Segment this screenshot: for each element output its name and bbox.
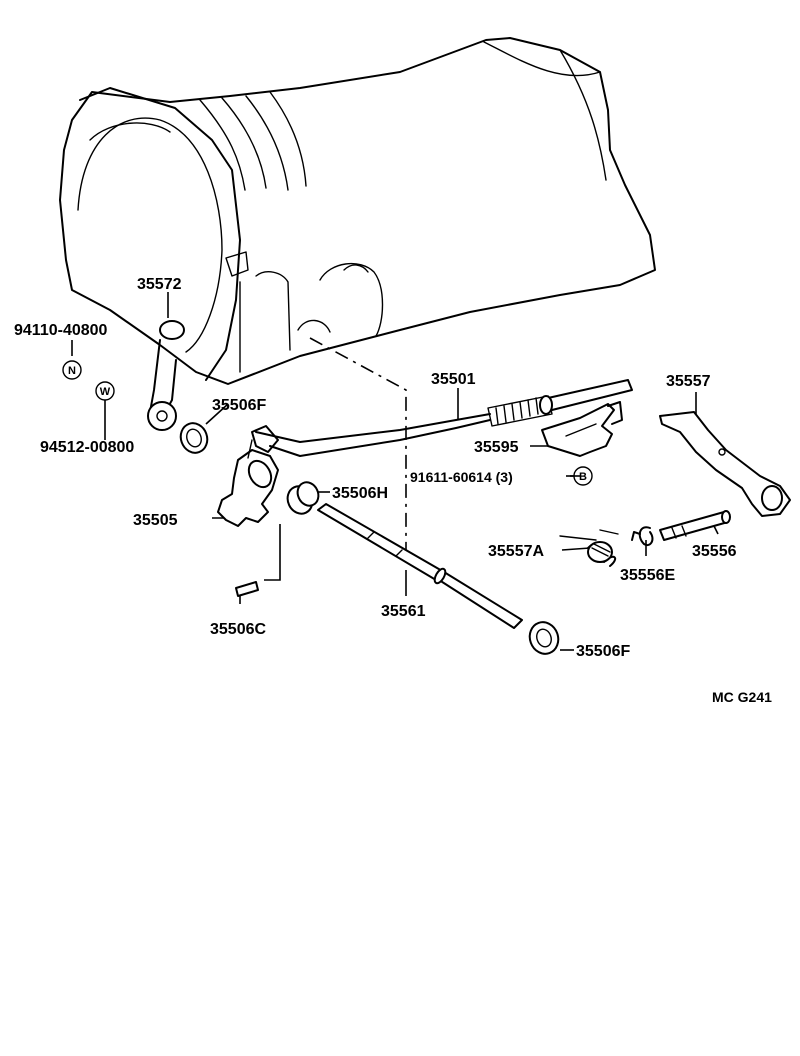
- leader-lines: [71, 292, 719, 651]
- collar-icon: [286, 481, 320, 515]
- label-94512-00800: 94512-00800: [40, 439, 134, 456]
- label-91611-60614: 91611-60614 (3): [410, 469, 513, 485]
- part-labels: 35572 94110-40800 94512-00800 35506F 355…: [14, 276, 772, 705]
- throttle-cable-icon: [255, 379, 633, 457]
- label-35501: 35501: [431, 371, 476, 388]
- shift-lever-icon: [659, 411, 791, 517]
- label-35506F-bottom: 35506F: [576, 643, 630, 660]
- label-94110-40800: 94110-40800: [14, 322, 108, 339]
- manual-valve-shaft-icon: [317, 503, 523, 629]
- label-35556E: 35556E: [620, 567, 675, 584]
- oil-seal-icon-bottom: [528, 621, 560, 655]
- label-35506C: 35506C: [210, 621, 266, 638]
- label-35561: 35561: [381, 603, 426, 620]
- lever-shaft-icon: [659, 510, 731, 541]
- pin-icon: [235, 581, 259, 597]
- oil-seal-icon: [179, 422, 209, 454]
- washer-icon: W: [95, 381, 115, 401]
- cable-bracket-icon: [541, 401, 623, 457]
- bolt-symbol-label: B: [579, 471, 587, 483]
- label-35595: 35595: [474, 439, 519, 456]
- label-35557: 35557: [666, 373, 711, 390]
- transmission-housing: [59, 37, 656, 385]
- nut-symbol-label: N: [68, 365, 76, 377]
- housing-plug-icon: [147, 320, 185, 431]
- washer-symbol-label: W: [100, 386, 111, 398]
- spring-icon: [559, 529, 619, 567]
- label-35505: 35505: [133, 512, 178, 529]
- detent-plate-icon: [217, 425, 279, 527]
- label-35572: 35572: [137, 276, 182, 293]
- label-35506F-top: 35506F: [212, 397, 266, 414]
- label-35557A: 35557A: [488, 543, 544, 560]
- e-ring-icon: [631, 526, 654, 546]
- label-35506H: 35506H: [332, 485, 388, 502]
- nut-icon: N: [62, 360, 82, 380]
- label-35556: 35556: [692, 543, 737, 560]
- diagram-code: MC G241: [712, 689, 772, 705]
